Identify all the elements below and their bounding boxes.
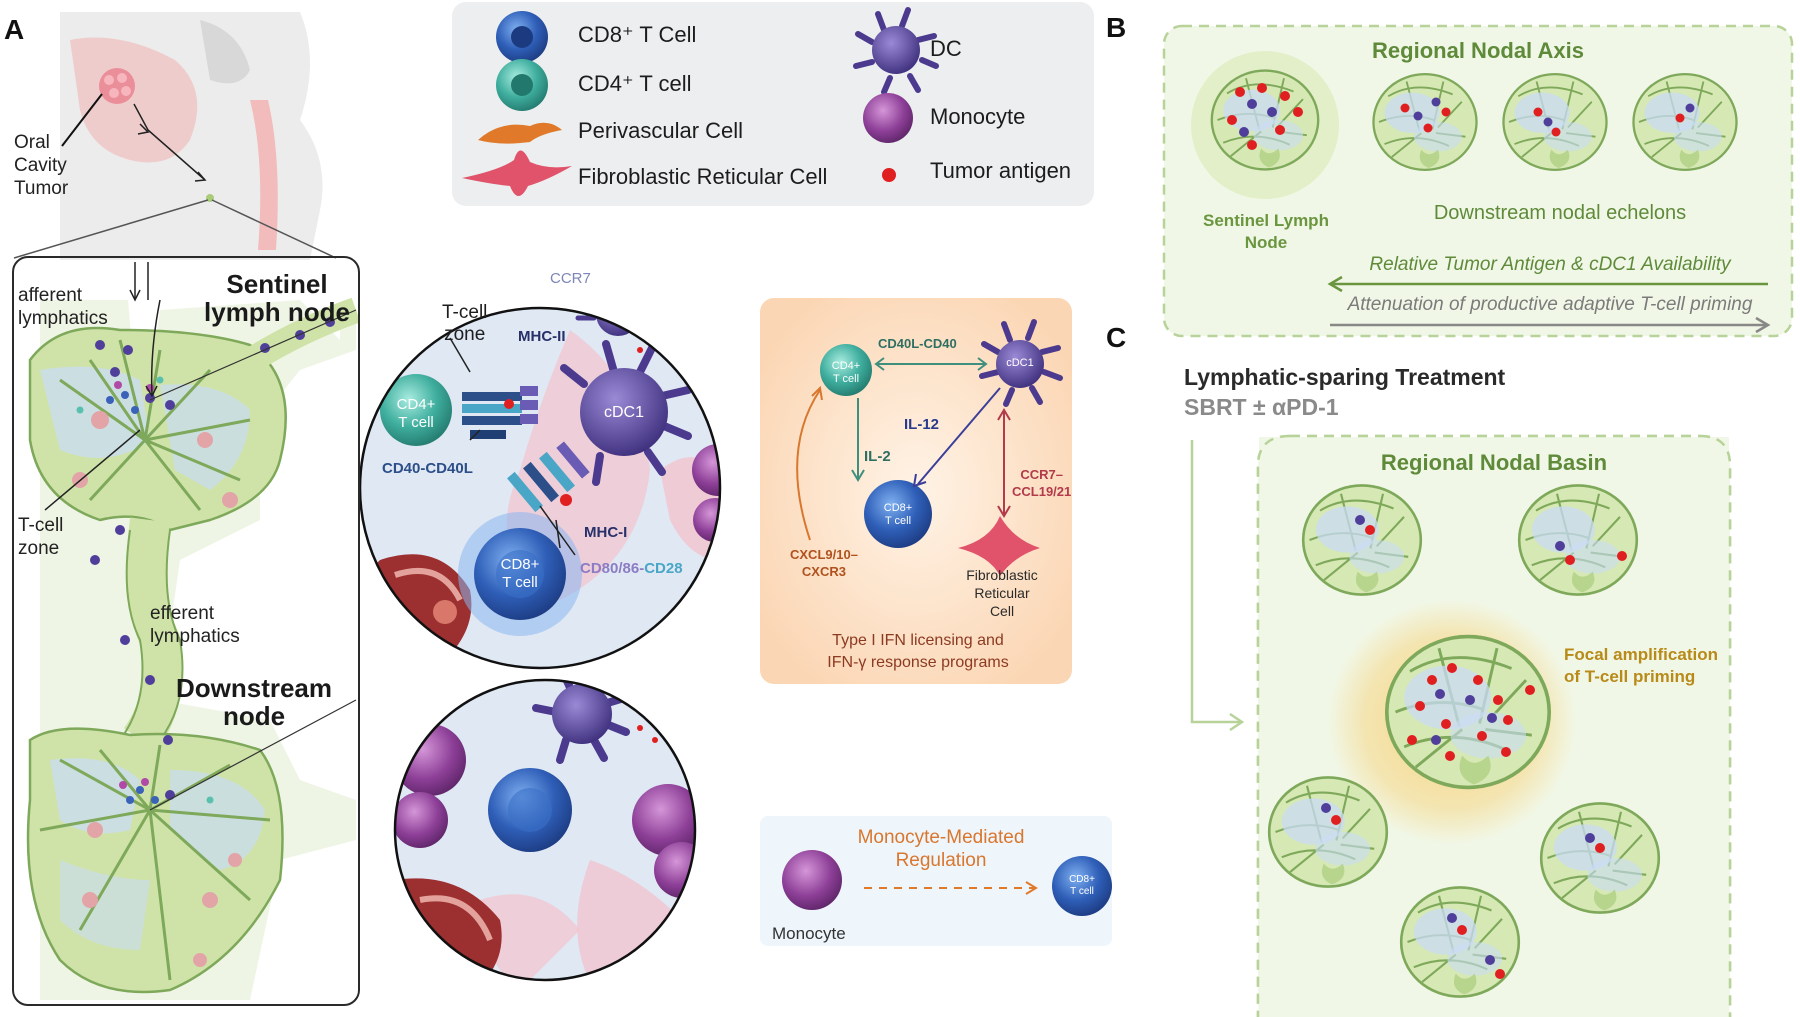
regional-nodal-axis-title: Regional Nodal Axis [1372, 38, 1584, 63]
mono-box-monocyte-label: Monocyte [772, 924, 846, 943]
cd80-cd28-label: CD80/86-CD28 [580, 560, 683, 577]
zoom-cd8-label: CD8+T cell [500, 556, 540, 591]
network-cdc1-label: cDC1 [1006, 357, 1034, 369]
treatment-title: Lymphatic-sparing Treatment [1184, 364, 1506, 390]
regimen-label: SBRT ± αPD-1 [1184, 394, 1339, 420]
antigen-availability-label: Relative Tumor Antigen & cDC1 Availabili… [1369, 254, 1731, 275]
il2-label: IL-2 [864, 448, 891, 465]
legend-tumor-antigen-label: Tumor antigen [930, 158, 1072, 183]
monocyte-regulation [760, 816, 1112, 946]
network-cd4-label: CD4+T cell [831, 360, 861, 385]
panel-label-a: A [4, 14, 25, 45]
panel-label-b: B [1106, 12, 1127, 43]
priming-attenuation-label: Attenuation of productive adaptive T-cel… [1347, 294, 1753, 315]
downstream-echelons-label: Downstream nodal echelons [1433, 202, 1687, 224]
legend-perivascular-label: Perivascular Cell [578, 118, 744, 143]
cxcl-cxcr3-label: CXCL9/10–CXCR3 [790, 547, 858, 579]
zoom-cdc1-label: cDC1 [603, 404, 644, 421]
panel-c-artwork [1190, 434, 1732, 1017]
mono-box-cd8-label: CD8+T cell [1069, 874, 1095, 897]
legend-icons [462, 7, 939, 196]
regional-nodal-basin-title: Regional Nodal Basin [1380, 450, 1608, 475]
zoom-circle-downstream [393, 678, 697, 982]
legend-frc-label: Fibroblastic Reticular Cell [578, 164, 828, 189]
legend-dc-label: DC [930, 36, 962, 61]
panel-label-c: C [1106, 322, 1127, 353]
panel-b-artwork [1162, 24, 1794, 338]
legend-cd4-label: CD4⁺ T cell [578, 71, 692, 96]
network-cd8-label: CD8+T cell [883, 502, 913, 527]
legend-cd8-label: CD8⁺ T Cell [578, 22, 697, 47]
legend-monocyte-label: Monocyte [930, 104, 1026, 129]
cd40-cd40l-label: CD40-CD40L [382, 460, 473, 477]
mhc2-label: MHC-II [518, 328, 566, 345]
zoom-cd4-label: CD4+T cell [396, 396, 436, 431]
lymph-node-column [26, 262, 361, 1000]
ccr7-ccl19-label: CCR7–CCL19/21 [1012, 467, 1072, 499]
cd40l-cd40-label: CD40L-CD40 [878, 336, 957, 351]
mhc1-label: MHC-I [584, 524, 628, 541]
il12-label: IL-12 [904, 416, 940, 433]
ccr7-label: CCR7 [550, 270, 591, 287]
signaling-network [760, 298, 1072, 684]
node-inset-frame [12, 256, 360, 1006]
head-anatomy [13, 12, 337, 260]
